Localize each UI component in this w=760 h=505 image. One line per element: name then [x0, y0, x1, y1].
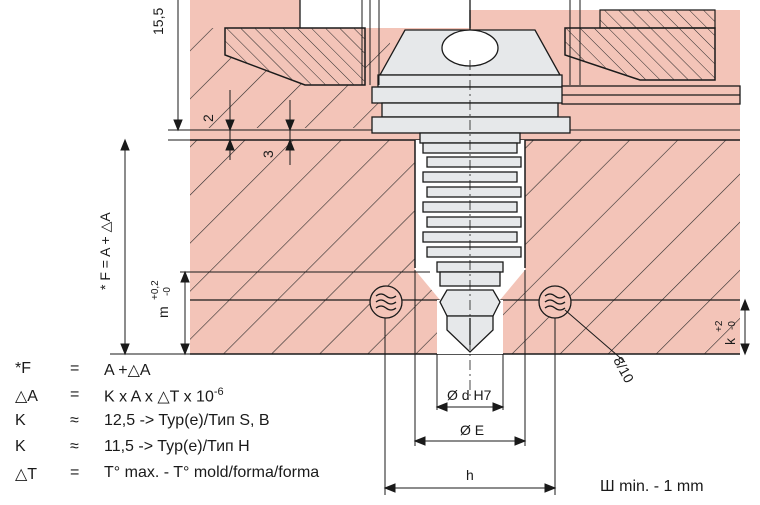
dim-2: 2: [200, 114, 216, 122]
cooling-channel-symbols: [369, 285, 572, 319]
dim-3: 3: [260, 150, 276, 158]
dim-m-plus: +0,2: [150, 280, 161, 300]
dim-m: m: [155, 306, 171, 318]
legend-row: *F = A +△A: [0, 360, 400, 386]
legend-value: 11,5 -> Typ(e)/Тип H: [104, 438, 250, 455]
legend-value: A +△A: [104, 362, 151, 379]
legend-operator: ≈: [70, 438, 79, 455]
dim-k: k: [722, 337, 738, 345]
dim-d-e: Ø E: [460, 422, 484, 438]
legend-symbol: △A: [15, 388, 38, 405]
dim-k-plus: +2: [714, 320, 725, 332]
legend-symbol: *F: [15, 360, 31, 377]
dimension-lines: [110, 0, 750, 495]
legend-value-text: K x A x △T x 10: [104, 388, 214, 406]
legend-value: T° max. - T° mold/forma/forma: [104, 464, 320, 481]
legend-operator: =: [70, 464, 80, 481]
legend-value: K x A x △T x 10-6: [104, 386, 224, 406]
legend-operator: =: [70, 360, 80, 377]
legend-row: K ≈ 11,5 -> Typ(e)/Тип H: [0, 438, 400, 464]
dim-h: h: [466, 467, 474, 483]
legend-operator: ≈: [70, 412, 79, 429]
legend-exponent: -6: [213, 386, 224, 398]
legend-symbol: K: [15, 438, 26, 455]
legend-row: K ≈ 12,5 -> Typ(e)/Тип S, B: [0, 412, 400, 438]
nozzle-body: [361, 0, 741, 400]
legend-value: 12,5 -> Typ(e)/Тип S, B: [104, 412, 270, 429]
dim-m-minus: -0: [162, 287, 173, 296]
legend-row: △A = K x A x △T x 10-6: [0, 386, 400, 412]
legend-symbol: K: [15, 412, 26, 429]
dim-15-5: 15,5: [150, 8, 166, 35]
dim-d-h7: Ø d H7: [447, 387, 492, 403]
dim-angle: 8/10: [610, 354, 637, 386]
dim-f-formula: * F = A + △A: [97, 212, 113, 290]
formula-legend: *F = A +△A △A = K x A x △T x 10-6 K ≈ 12…: [0, 360, 400, 490]
legend-symbol: △T: [15, 466, 38, 483]
legend-row: △T = T° max. - T° mold/forma/forma: [0, 464, 400, 490]
min-clearance-note: Ш min. - 1 mm: [600, 478, 704, 495]
dim-k-minus: -0: [727, 321, 738, 330]
legend-operator: =: [70, 386, 80, 403]
